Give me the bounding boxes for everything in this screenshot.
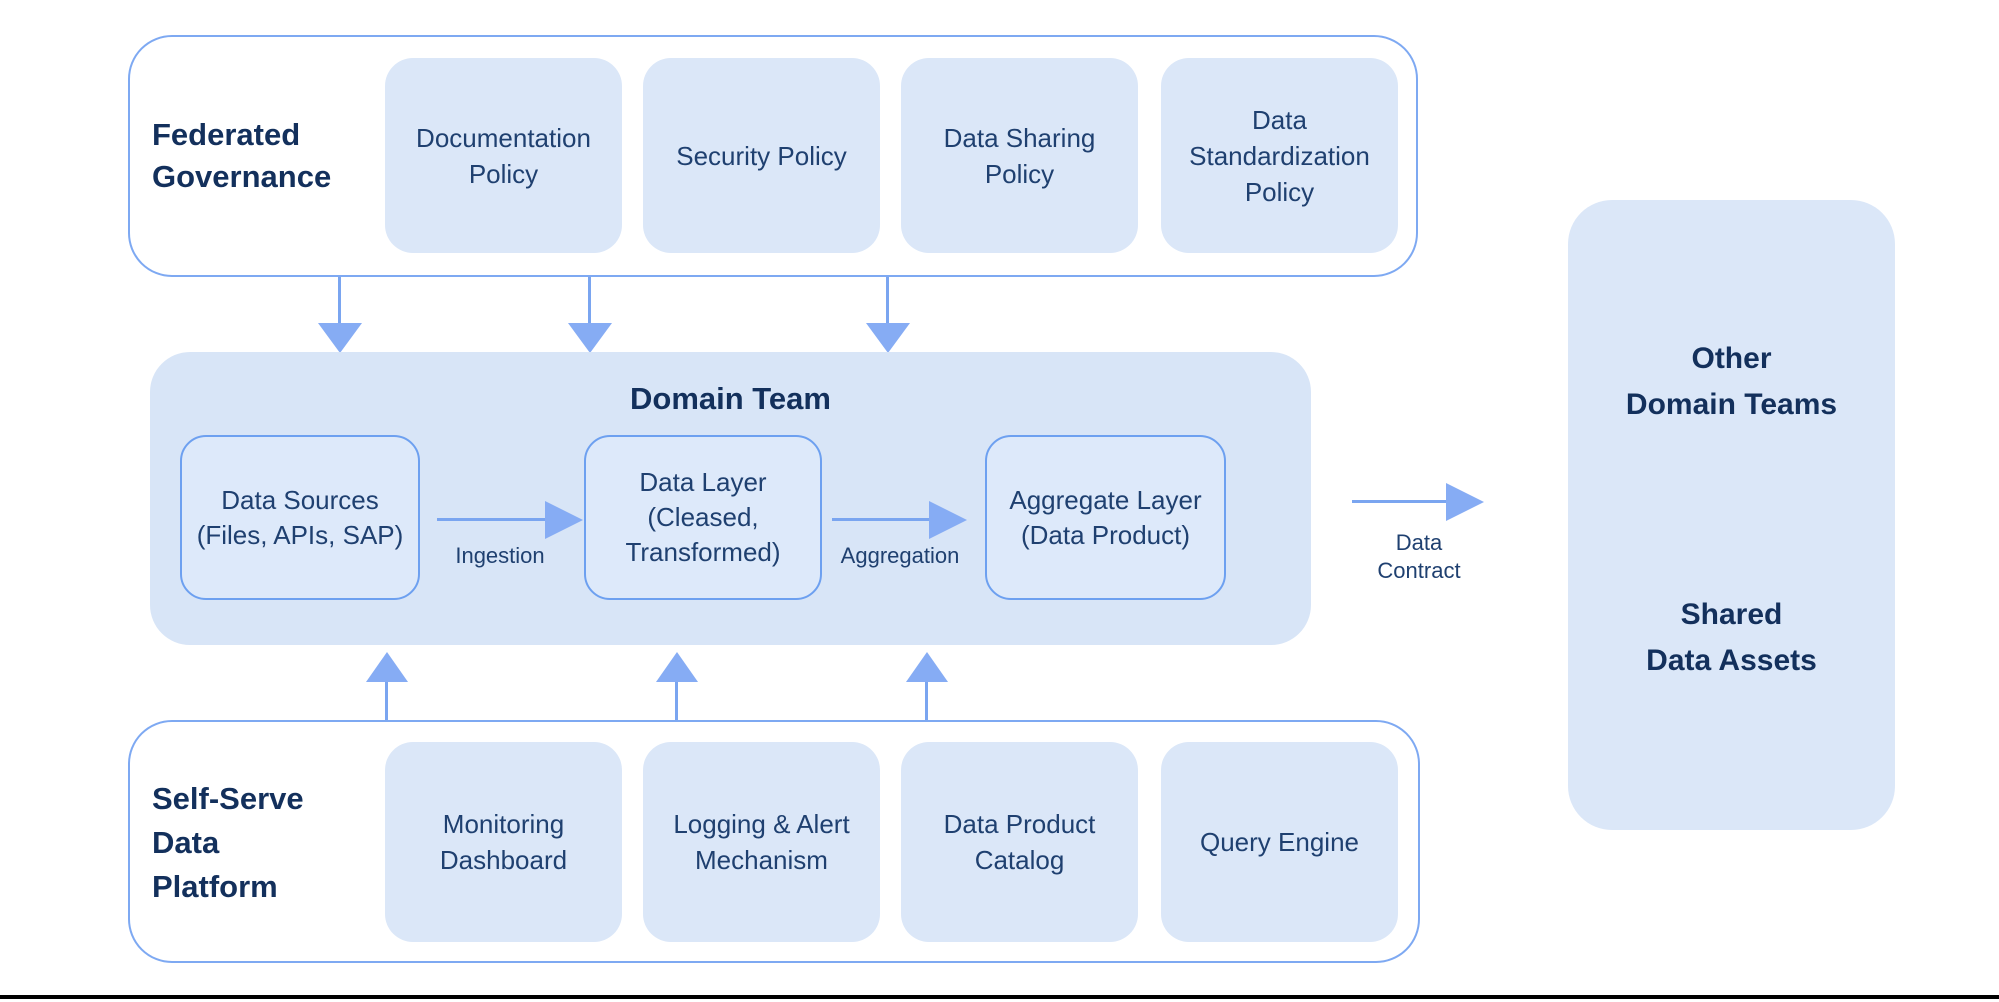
platform-arrow-1-head-icon [366,652,408,682]
self-serve-title-line1: Self-Serve [152,781,304,816]
platform-arrow-2-line [675,682,678,722]
tool-catalog-line2: Catalog [974,845,1065,875]
tool-monitoring-line1: Monitoring [442,809,565,839]
governance-arrow-2-line [588,277,591,325]
aggregate-layer-line2: (Data Product) [1020,519,1191,550]
policy-box-security: Security Policy [643,58,880,253]
platform-arrow-3-line [925,682,928,722]
aggregate-layer-line1: Aggregate Layer [1009,484,1202,515]
tool-box-monitoring-dashboard: Monitoring Dashboard [385,742,622,942]
governance-arrow-2-head-icon [568,323,612,353]
data-sources-line1: Data Sources [221,484,379,515]
tool-logging-line2: Mechanism [695,845,828,875]
aggregate-layer-node: Aggregate Layer (Data Product) [985,435,1226,600]
tool-monitoring-line2: Dashboard [439,845,568,875]
data-layer-line2: (Cleased, [647,502,759,532]
tool-box-data-product-catalog: Data Product Catalog [901,742,1138,942]
tool-monitoring-label: Monitoring Dashboard [440,806,567,878]
federated-governance-title-line2: Governance [152,159,332,194]
policy-box-data-standardization: Data Standardization Policy [1161,58,1398,253]
ingestion-arrow-head-icon [545,501,583,539]
data-contract-arrow-line [1352,500,1448,503]
policy-box-data-standardization-label: Data Standardization Policy [1189,104,1370,207]
domain-team-title: Domain Team [630,381,831,416]
tool-box-logging-alert: Logging & Alert Mechanism [643,742,880,942]
aggregation-arrow-head-icon [929,501,967,539]
other-domain-teams-label: Other Domain Teams [1568,336,1895,428]
platform-arrow-1-line [385,682,388,722]
ingestion-label: Ingestion [455,543,545,568]
platform-arrow-3-head-icon [906,652,948,682]
tool-query-engine-label: Query Engine [1200,827,1359,857]
governance-arrow-1-line [338,277,341,325]
data-contract-label-line1: Data [1395,530,1443,555]
policy-box-documentation-label: Documentation Policy [416,122,591,189]
platform-arrow-2-head-icon [656,652,698,682]
data-layer-node: Data Layer (Cleased, Transformed) [584,435,822,600]
data-sources-node: Data Sources (Files, APIs, SAP) [180,435,420,600]
policy-box-documentation: Documentation Policy [385,58,622,253]
data-contract-arrow-head-icon [1446,483,1484,521]
shared-data-assets-line2: Data Assets [1646,644,1817,677]
self-serve-title-line2: Data [152,825,220,860]
data-contract-label: Data Contract [1349,529,1489,585]
tool-box-query-engine: Query Engine [1161,742,1398,942]
tool-logging-label: Logging & Alert Mechanism [673,806,849,878]
bottom-divider-line [0,995,1999,999]
tool-catalog-line1: Data Product [943,809,1096,839]
shared-data-assets-line1: Shared [1680,598,1783,631]
policy-box-security-label: Security Policy [676,140,847,171]
self-serve-platform-title: Self-Serve Data Platform [152,777,412,909]
data-sources-line2: (Files, APIs, SAP) [196,519,404,550]
policy-box-data-sharing-label: Data Sharing Policy [943,122,1096,189]
federated-governance-title-line1: Federated [152,117,301,152]
shared-data-assets-label: Shared Data Assets [1568,592,1895,684]
governance-arrow-3-head-icon [866,323,910,353]
governance-arrow-1-head-icon [318,323,362,353]
external-consumers-panel [1568,200,1895,830]
other-domain-teams-line1: Other [1691,342,1772,375]
aggregation-label: Aggregation [840,543,960,568]
other-domain-teams-line2: Domain Teams [1625,388,1838,421]
tool-logging-line1: Logging & Alert [673,809,850,839]
self-serve-title-line3: Platform [152,869,278,904]
tool-catalog-label: Data Product Catalog [944,806,1096,878]
ingestion-arrow-line [437,518,547,521]
aggregation-arrow-line [832,518,930,521]
federated-governance-title: Federated Governance [152,114,432,198]
policy-box-data-sharing: Data Sharing Policy [901,58,1138,253]
governance-arrow-3-line [886,277,889,325]
data-layer-line1: Data Layer [639,467,767,497]
data-layer-line3: Transformed) [625,537,781,567]
data-contract-label-line2: Contract [1377,558,1461,583]
